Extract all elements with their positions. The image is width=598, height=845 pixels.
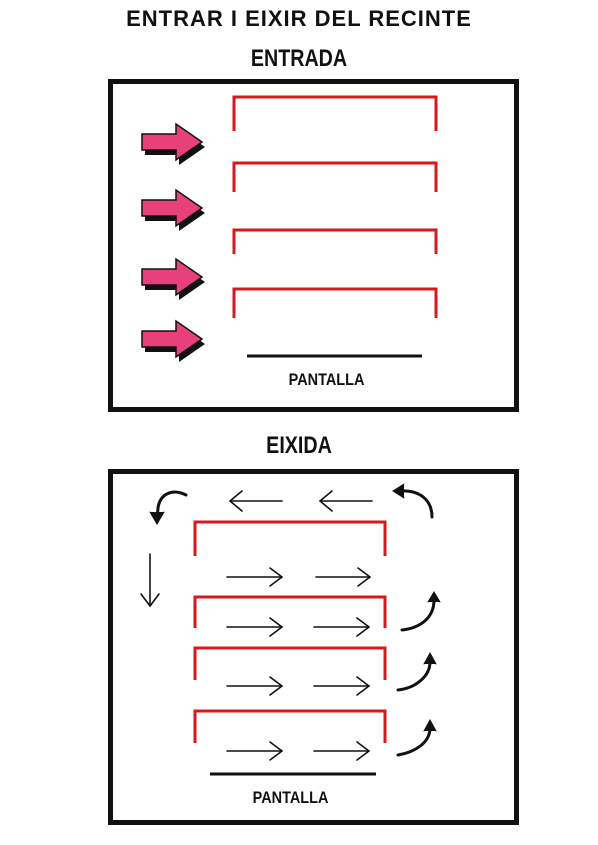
screen-label-entrada: PANTALLA [288,370,365,389]
screen-label-eixida: PANTALLA [252,788,329,807]
seat-row [232,228,438,254]
arrow-right-icon [313,741,370,761]
entrada-title: ENTRADA [250,45,348,72]
seat-row [193,646,387,680]
seat-row [193,595,387,628]
seat-row [193,709,387,743]
page-title: ENTRAR I EIXIR DEL RECINTE [126,6,472,31]
eixida-seat-rows [193,520,387,743]
arrow-right-icon [313,617,370,637]
eixida-frame [108,469,519,825]
curved-arrow-icon [392,483,434,519]
arrow-right-icon [226,676,283,696]
seat-row [193,520,387,556]
curved-arrow-icon [396,718,437,757]
arrow-right-icon [315,567,371,587]
arrow-right-icon [141,258,206,301]
arrow-right-icon [141,320,206,363]
arrow-left-icon [229,490,283,512]
arrow-right-icon [226,567,283,587]
seat-row [232,161,438,192]
eixida-title: EIXIDA [266,432,332,459]
arrow-right-icon [141,189,206,232]
arrow-down-icon [140,553,160,607]
curved-arrow-icon [149,490,188,525]
seat-row [232,95,438,131]
curved-arrow-icon [400,591,441,632]
arrow-right-icon [226,617,283,637]
seat-row [232,287,438,318]
entrada-seat-rows [232,95,438,318]
entrada-frame [108,79,519,412]
curved-arrow-icon [396,651,437,692]
arrow-right-icon [226,741,283,761]
arrow-left-icon [319,490,373,512]
arrow-right-icon [141,123,206,166]
arrow-right-icon [313,676,370,696]
